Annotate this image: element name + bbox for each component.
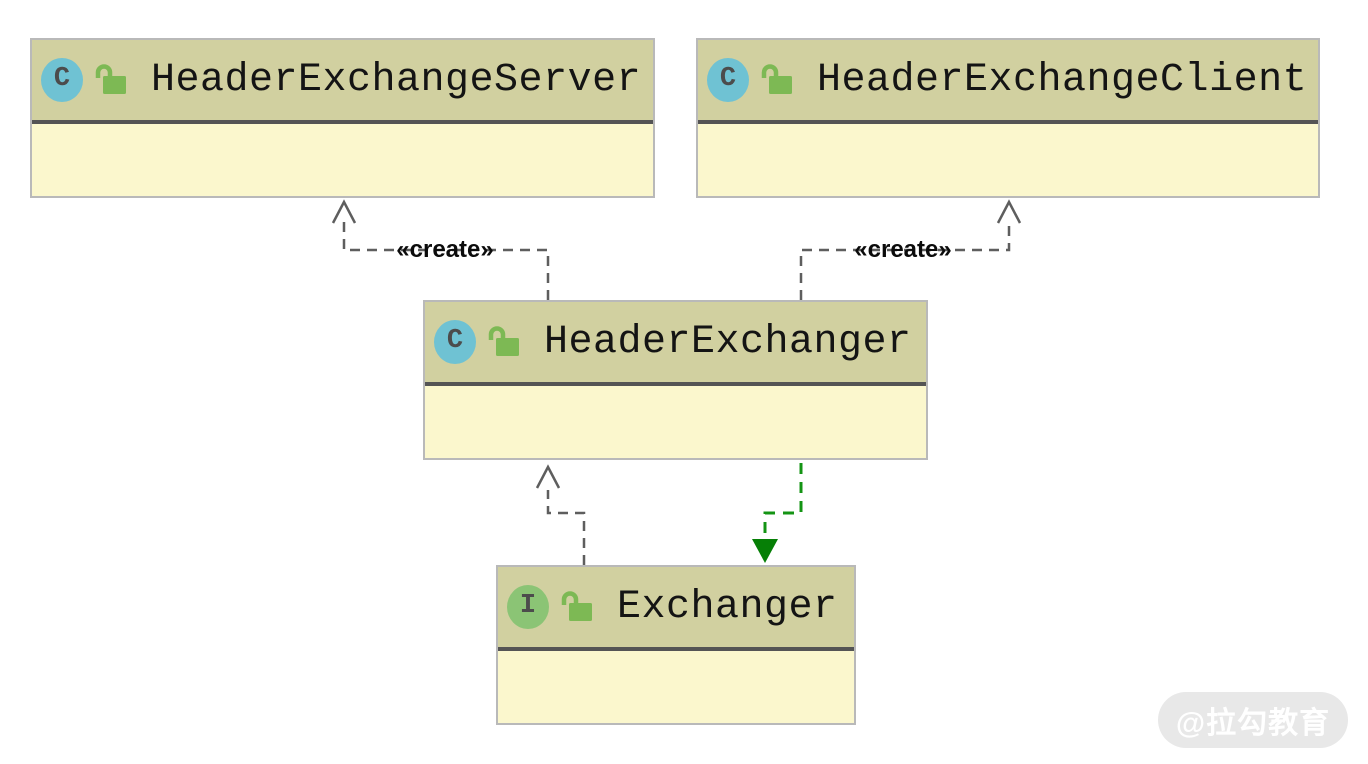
class-members-section [698,124,1318,196]
class-box-header-exchange-client: C HeaderExchangeClient [696,38,1320,198]
class-box-header-exchanger: C HeaderExchanger [423,300,928,460]
class-icon: C [41,58,83,102]
class-name: HeaderExchangeClient [817,57,1308,103]
class-header: I Exchanger [498,567,854,651]
edge-dependency-exchanger [535,464,586,565]
watermark-text: @拉勾教育 [1175,707,1331,740]
class-icon: C [434,320,476,364]
open-arrowhead-icon [535,464,561,489]
class-members-section [32,124,653,196]
open-lock-icon [95,64,126,94]
open-arrowhead-icon [996,199,1022,224]
class-header: C HeaderExchangeClient [698,40,1318,124]
class-header: C HeaderExchanger [425,302,926,386]
interface-box-exchanger: I Exchanger [496,565,856,725]
open-lock-icon [488,326,519,356]
edge-label-create-right: «create» [854,236,952,263]
edge-realization-exchanger [752,463,803,563]
watermark-badge: @拉勾教育 [1158,692,1348,748]
class-name: HeaderExchangeServer [151,57,642,103]
filled-arrowhead-icon [752,539,778,563]
open-arrowhead-icon [331,199,357,224]
class-members-section [425,386,926,458]
class-header: C HeaderExchangeServer [32,40,653,124]
open-lock-icon [761,64,792,94]
class-box-header-exchange-server: C HeaderExchangeServer [30,38,655,198]
class-members-section [498,651,854,723]
class-name: HeaderExchanger [544,319,912,365]
class-icon: C [707,58,749,102]
edge-label-create-left: «create» [396,236,494,263]
interface-icon: I [507,585,549,629]
open-lock-icon [561,591,592,621]
interface-name: Exchanger [617,584,838,630]
